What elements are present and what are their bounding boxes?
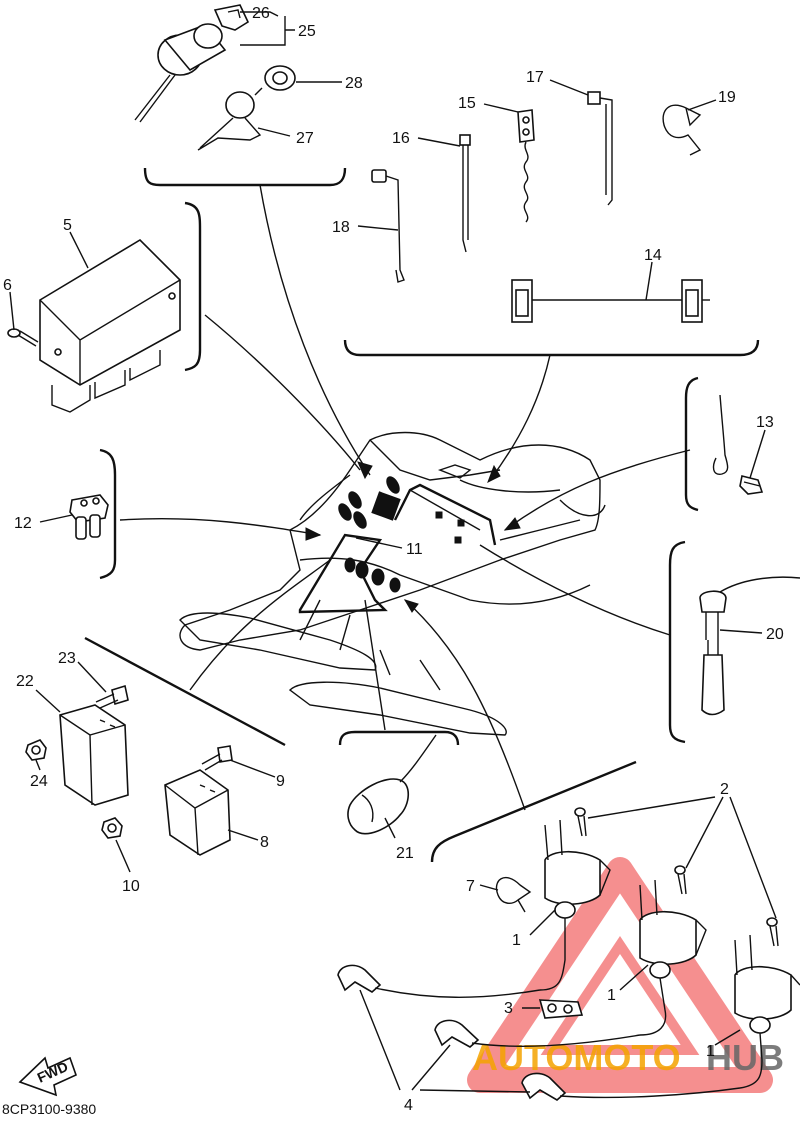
- callout-23: 23: [58, 650, 76, 667]
- callout-labels: 26 25 28 27 5 6 15 16 17 19 18 14 12 11 …: [3, 5, 784, 1114]
- callout-22: 22: [16, 673, 34, 690]
- callout-2: 2: [720, 781, 729, 798]
- part-6-screw: [7, 328, 39, 347]
- leader-lines: [119, 184, 691, 811]
- callout-17: 17: [526, 69, 544, 86]
- callout-16: 16: [392, 130, 410, 147]
- callout-19: 19: [718, 89, 736, 106]
- watermark-inner-triangle-icon: [540, 935, 700, 1055]
- part-21-capacitor: [347, 734, 437, 835]
- watermark-triangle-icon: [467, 857, 773, 1093]
- drawing-code: 8CP3100-9380: [2, 1101, 96, 1117]
- callout-18: 18: [332, 219, 350, 236]
- part-22-regulator: [59, 704, 129, 806]
- callout-7: 7: [466, 878, 475, 895]
- part-12-coupler: [69, 494, 109, 540]
- callout-6: 6: [3, 277, 12, 294]
- callout-13: 13: [756, 414, 774, 431]
- chassis-outline: [179, 431, 606, 736]
- part-1-coil-c: [734, 934, 800, 1089]
- callout-27: 27: [296, 130, 314, 147]
- callout-9: 9: [276, 773, 285, 790]
- callout-20: 20: [766, 626, 784, 643]
- part-17-band: [587, 91, 613, 206]
- callout-3: 3: [504, 1000, 513, 1017]
- part-7-clip: [495, 876, 532, 913]
- callout-15: 15: [458, 95, 476, 112]
- callout-1c: 1: [706, 1043, 715, 1060]
- part-10-nut: [101, 817, 123, 839]
- callout-1b: 1: [607, 987, 616, 1004]
- callout-10: 10: [122, 878, 140, 895]
- part-16-band: [459, 134, 471, 253]
- group-brackets: [84, 167, 760, 863]
- callout-12: 12: [14, 515, 32, 532]
- callout-11: 11: [406, 541, 423, 558]
- callout-1a: 1: [512, 932, 521, 949]
- part-1-coil-a: [539, 819, 611, 991]
- callout-25: 25: [298, 23, 316, 40]
- part-28-nut: [264, 65, 296, 91]
- part-2-screws: [574, 807, 779, 947]
- part-9-bolt: [201, 745, 233, 771]
- callout-28: 28: [345, 75, 363, 92]
- part-15-clamp: [517, 109, 535, 223]
- callout-leaders: [9, 11, 777, 1093]
- part-4-plug-caps: [337, 964, 741, 1101]
- part-18-band: [371, 169, 405, 283]
- callout-21: 21: [396, 845, 414, 862]
- part-1-coil-b: [639, 879, 707, 1036]
- callout-8: 8: [260, 834, 269, 851]
- part-3-coupler: [538, 999, 584, 1019]
- callout-5: 5: [63, 217, 72, 234]
- part-19-clip: [662, 104, 702, 156]
- part-13-ground-lead: [712, 394, 764, 495]
- part-20-connector: [699, 576, 800, 716]
- part-27-switch-lamp: [197, 87, 263, 151]
- callout-4: 4: [404, 1097, 413, 1114]
- part-14-band: [511, 279, 710, 323]
- watermark-text-b: HUB: [706, 1037, 784, 1078]
- part-23-bolt: [95, 684, 129, 709]
- fwd-arrow-icon: FWD: [18, 1056, 77, 1097]
- callout-26: 26: [252, 5, 270, 22]
- part-25-ignition-switch: [134, 4, 250, 123]
- callout-14: 14: [644, 247, 662, 264]
- part-8-igniter: [164, 769, 231, 856]
- part-24-nut: [25, 739, 47, 761]
- part-5-control-unit: [39, 238, 181, 413]
- callout-24: 24: [30, 773, 48, 790]
- main-connector-icon: [371, 491, 401, 521]
